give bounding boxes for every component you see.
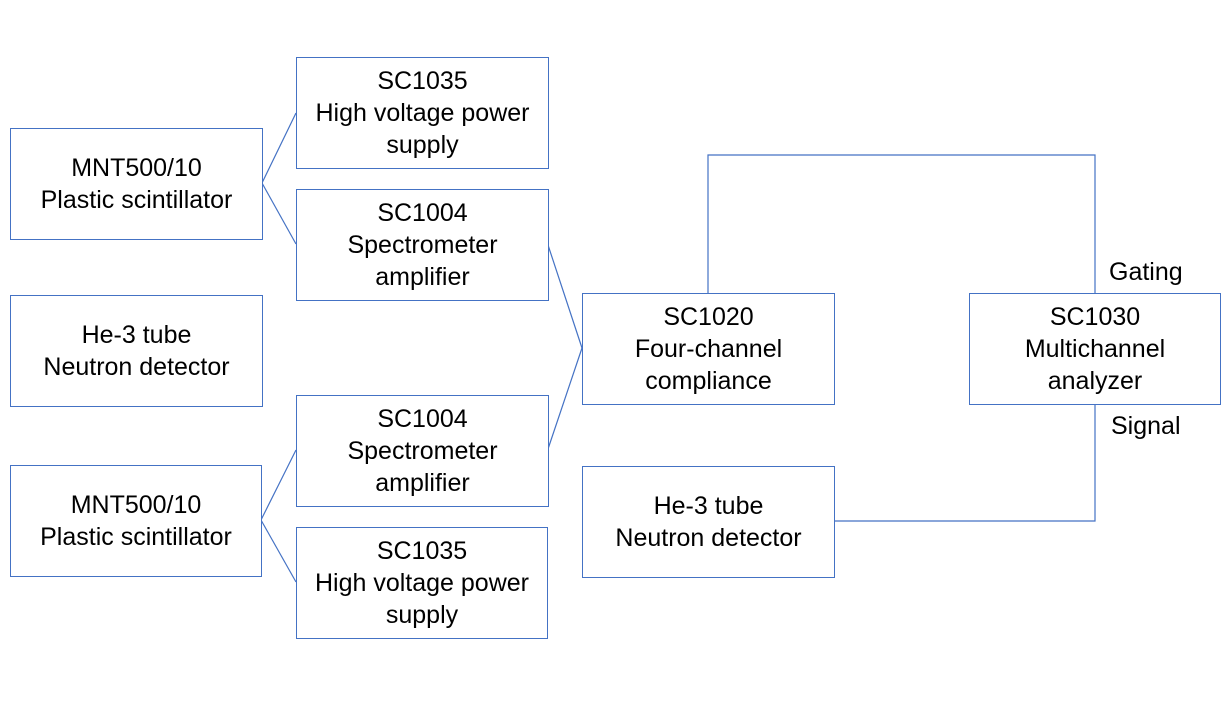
node-description-cont: amplifier	[375, 469, 470, 497]
node-four-channel-coincidence: SC1020 Four-channel compliance	[582, 293, 835, 405]
node-model: He-3 tube	[81, 321, 192, 349]
node-plastic-scintillator-bottom: MNT500/10 Plastic scintillator	[10, 465, 262, 577]
edge-scint-top-to-hv-top	[261, 112, 297, 184]
node-description-cont: supply	[385, 601, 459, 629]
node-he3-neutron-detector-right: He-3 tube Neutron detector	[582, 466, 835, 578]
node-description: High voltage power	[315, 99, 530, 127]
node-description: Spectrometer	[347, 437, 498, 465]
node-description-cont: analyzer	[1047, 367, 1143, 395]
edge-amp-bottom-to-coincidence	[547, 347, 583, 450]
node-hv-power-supply-bottom: SC1035 High voltage power supply	[296, 527, 548, 639]
node-description: Four-channel	[634, 335, 783, 363]
node-description: Neutron detector	[43, 353, 230, 381]
node-multichannel-analyzer: SC1030 Multichannel analyzer	[969, 293, 1221, 405]
edge-label-signal: Signal	[1111, 412, 1181, 440]
node-description: Multichannel	[1024, 335, 1166, 363]
node-model: He-3 tube	[653, 492, 764, 520]
edge-label-gating: Gating	[1109, 258, 1183, 286]
node-model: SC1004	[377, 199, 468, 227]
node-plastic-scintillator-top: MNT500/10 Plastic scintillator	[10, 128, 263, 240]
node-model: SC1035	[376, 537, 468, 565]
node-description-cont: compliance	[645, 367, 772, 395]
node-description-cont: supply	[386, 131, 459, 159]
node-description: Plastic scintillator	[40, 523, 232, 551]
node-description-cont: amplifier	[375, 263, 470, 291]
node-description: Spectrometer	[347, 231, 498, 259]
node-he3-neutron-detector-left: He-3 tube Neutron detector	[10, 295, 263, 407]
edge-amp-top-to-coincidence	[547, 244, 583, 349]
node-model: SC1035	[377, 67, 468, 95]
node-spectrometer-amplifier-bottom: SC1004 Spectrometer amplifier	[296, 395, 549, 507]
edge-scint-bottom-to-hv-bottom	[260, 519, 297, 583]
node-spectrometer-amplifier-top: SC1004 Spectrometer amplifier	[296, 189, 549, 301]
node-description: High voltage power	[314, 569, 529, 597]
node-hv-power-supply-top: SC1035 High voltage power supply	[296, 57, 549, 169]
node-description: Plastic scintillator	[40, 186, 233, 214]
node-model: MNT500/10	[71, 154, 202, 182]
node-model: SC1030	[1049, 303, 1141, 331]
edge-scint-bottom-to-amp-bottom	[260, 449, 297, 521]
node-description: Neutron detector	[615, 524, 802, 552]
node-model: SC1004	[377, 405, 468, 433]
edge-scint-top-to-amp-top	[261, 182, 297, 245]
edge-gating-coincidence-to-mca	[707, 154, 1096, 293]
node-model: SC1020	[663, 303, 754, 331]
edge-signal-he3-to-mca	[834, 404, 1096, 522]
node-model: MNT500/10	[70, 491, 202, 519]
